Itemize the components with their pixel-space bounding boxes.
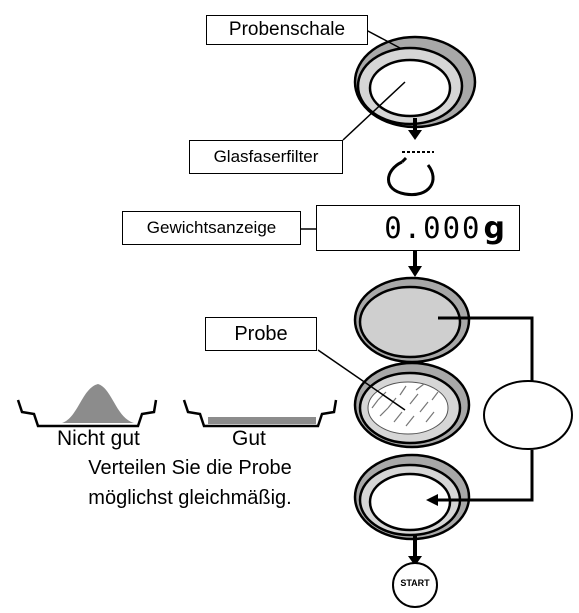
weight-display: 0.000 g (316, 205, 520, 251)
wait-ellipse (483, 380, 573, 450)
arrow-down-icon (408, 556, 422, 566)
arrow-left-icon (426, 494, 438, 506)
sample-pan-tare (353, 276, 471, 364)
sample-pan-with-sample (353, 361, 471, 449)
leader-line-pan (365, 29, 401, 49)
weight-value: 0.000 (384, 211, 482, 245)
start-button-label[interactable]: START (400, 578, 430, 588)
label-sample: Probe (205, 317, 317, 351)
bad-distribution-pan (16, 384, 158, 428)
label-glass-fiber-filter: Glasfaserfilter (189, 140, 343, 174)
sample-pan-empty (353, 453, 471, 541)
label-not-good: Nicht gut (57, 427, 140, 450)
sample-pan-top (353, 35, 477, 129)
label-weight-display: Gewichtsanzeige (122, 211, 301, 245)
arrow-down-icon (408, 266, 422, 277)
leader-line-filter (342, 81, 406, 141)
label-good: Gut (232, 427, 266, 450)
arrow-down-icon (408, 130, 422, 140)
label-sample-pan: Probenschale (206, 15, 368, 45)
instruction-line-1: Verteilen Sie die Probe (88, 457, 292, 479)
weight-unit: g (483, 210, 505, 246)
instruction-line-2: möglichst gleichmäßig. (88, 487, 292, 509)
flow-path (426, 316, 573, 506)
good-distribution-pan (182, 399, 338, 428)
start-button[interactable] (392, 562, 438, 608)
filter-ring-icon (387, 151, 435, 197)
